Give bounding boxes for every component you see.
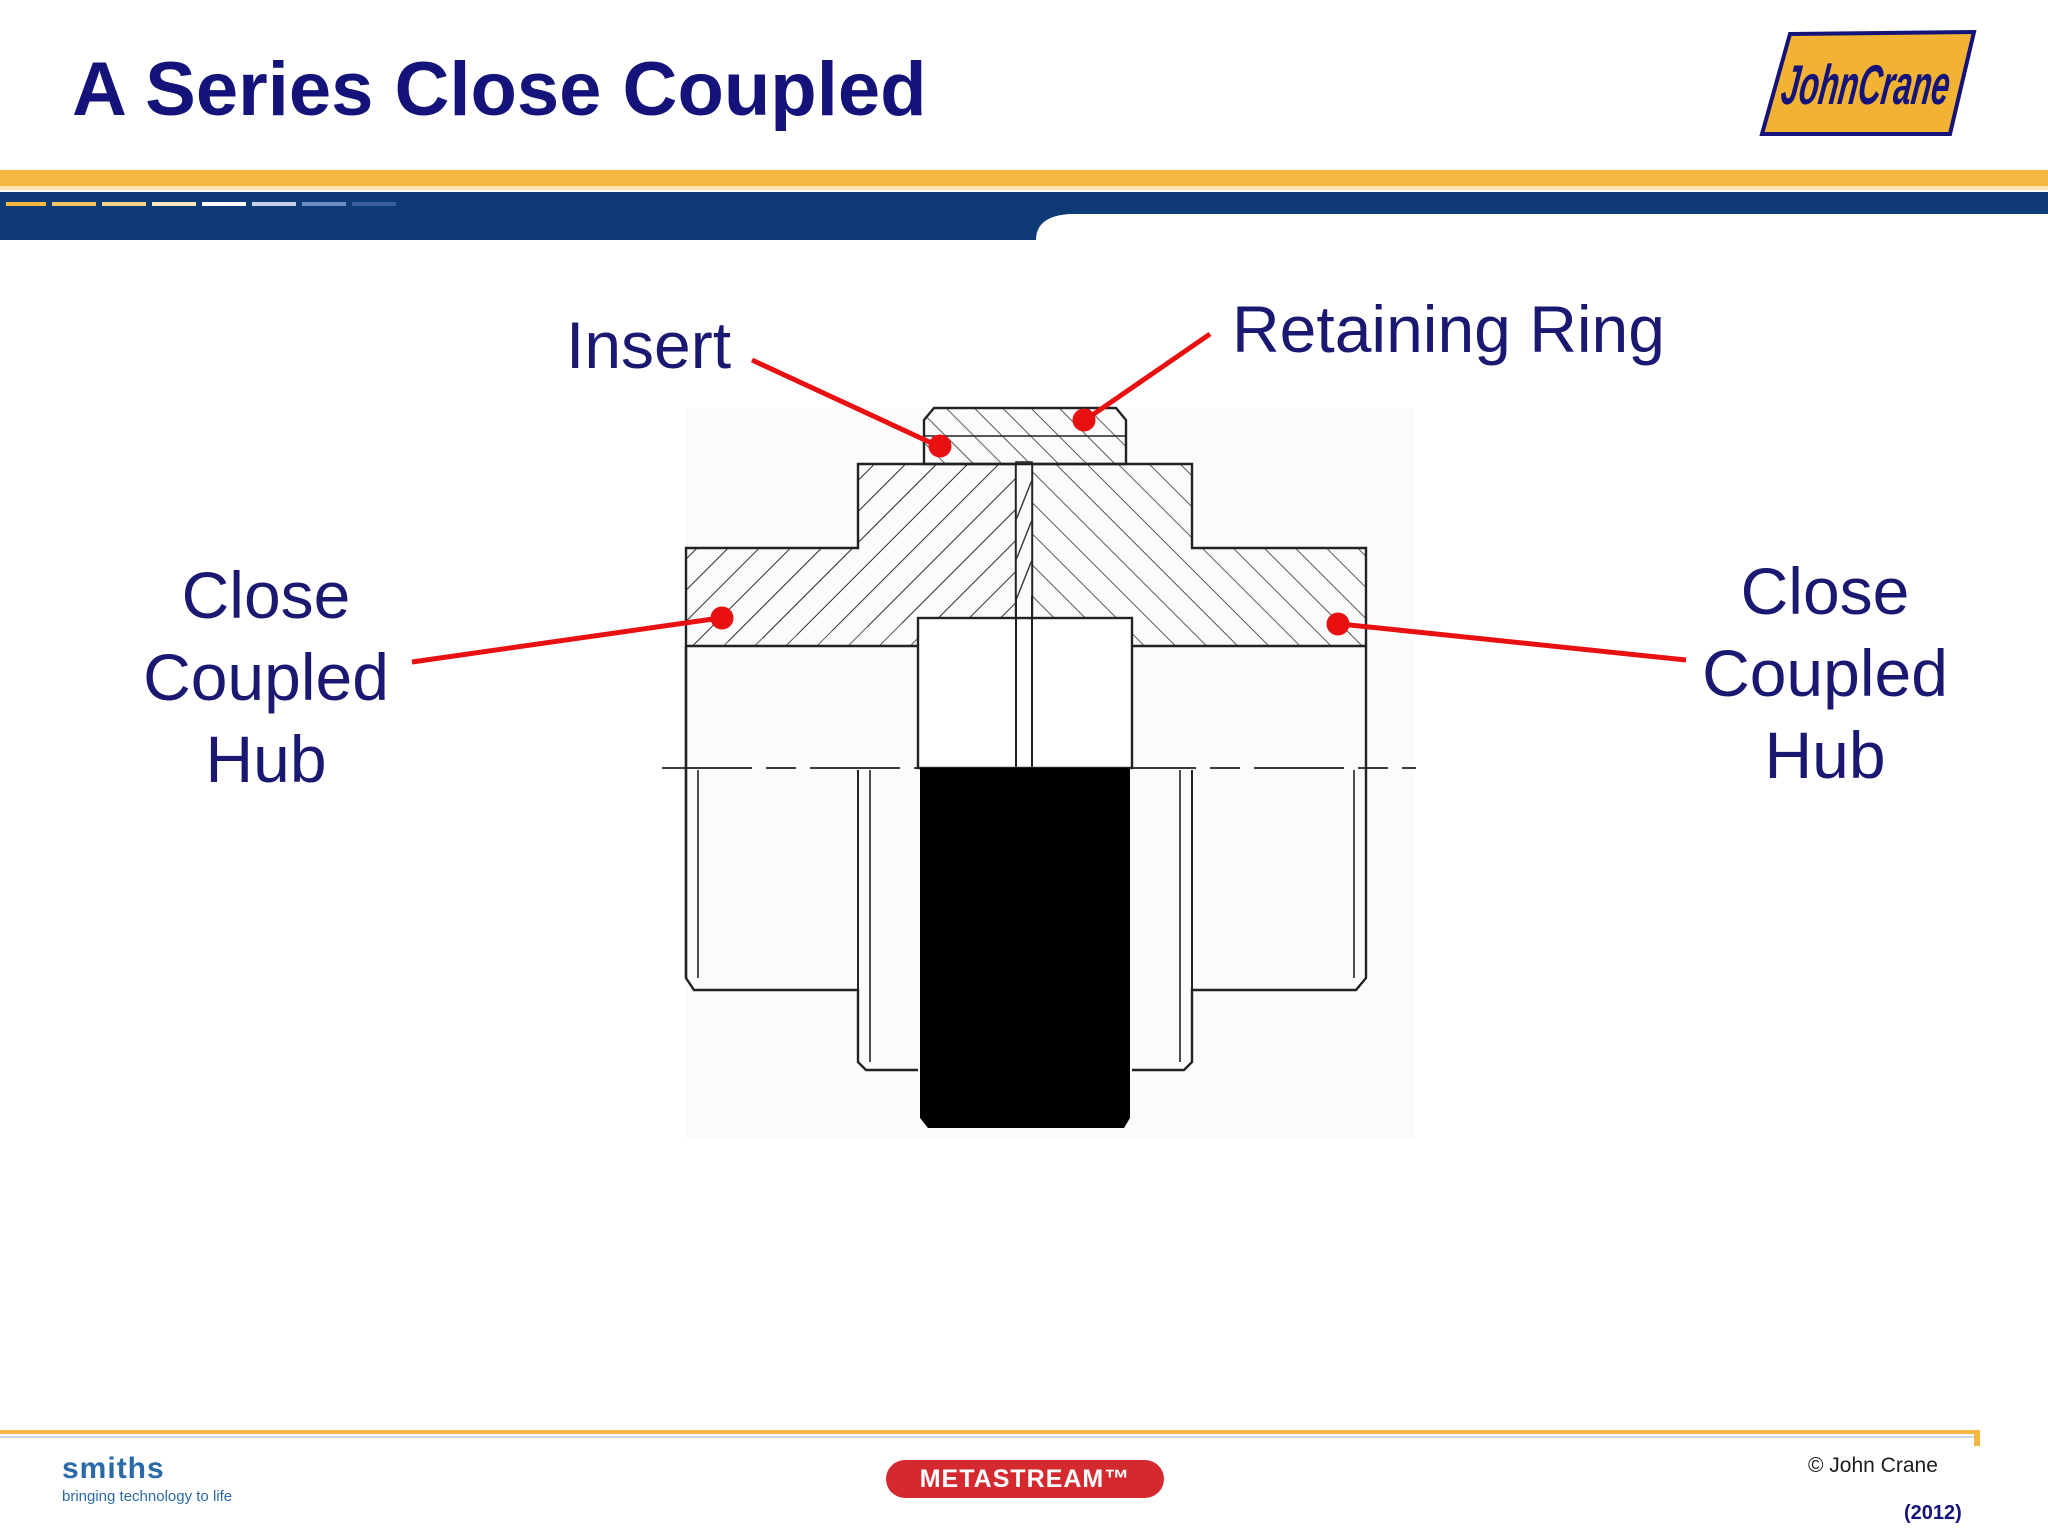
year-text: (2012): [1904, 1502, 1962, 1524]
label-retaining-ring: Retaining Ring: [1232, 292, 1665, 366]
smiths-logo: smiths: [62, 1452, 165, 1485]
label-left-hub-line3: Hub: [205, 722, 327, 796]
slide-title: A Series Close Coupled: [72, 47, 927, 132]
metastream-logo-text: METASTREAM™: [919, 1464, 1131, 1493]
header-band: [0, 170, 2048, 240]
band-dash-pattern: [6, 202, 396, 206]
label-left-hub: Close Coupled Hub: [134, 554, 398, 800]
insert-body-black: [920, 768, 1130, 1128]
footer-rule: [0, 1430, 1980, 1446]
label-right-hub-line1: Close: [1740, 554, 1910, 628]
john-crane-logo: JohnCrane: [1752, 28, 1984, 140]
label-right-hub-line3: Hub: [1764, 718, 1886, 792]
label-left-hub-line2: Coupled: [143, 640, 389, 714]
smiths-tagline: bringing technology to life: [62, 1488, 233, 1505]
callout-lines: [411, 331, 1687, 665]
label-right-hub-line2: Coupled: [1702, 636, 1948, 710]
label-left-hub-line1: Close: [181, 558, 351, 632]
bore-upper: [916, 616, 1134, 770]
copyright-text: © John Crane: [1808, 1454, 1938, 1477]
label-insert: Insert: [566, 308, 732, 382]
logo-text: JohnCrane: [1778, 53, 1955, 116]
label-right-hub: Close Coupled Hub: [1690, 550, 1960, 796]
metastream-logo: METASTREAM™: [886, 1460, 1164, 1498]
